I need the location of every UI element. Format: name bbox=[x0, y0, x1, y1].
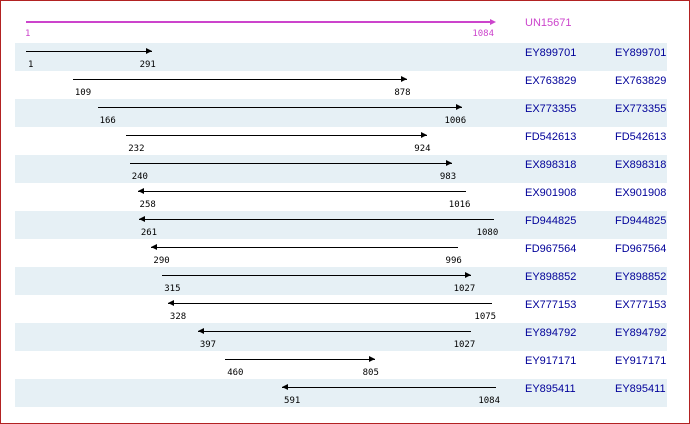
alignment-line bbox=[162, 275, 472, 276]
accession-link-secondary[interactable]: EX901908 bbox=[615, 187, 667, 199]
reference-arrowhead bbox=[490, 19, 496, 25]
accession-link-secondary[interactable]: FD944825 bbox=[615, 215, 667, 227]
accession-link[interactable]: EY917171 bbox=[525, 355, 577, 367]
accession-link[interactable]: EY895411 bbox=[525, 383, 576, 395]
alignment-start-label: 460 bbox=[227, 368, 244, 378]
arrowhead-right-icon bbox=[456, 104, 463, 110]
accession-link-secondary[interactable]: EX777153 bbox=[615, 299, 667, 311]
accession-link[interactable]: EX901908 bbox=[525, 187, 577, 199]
accession-link-secondary[interactable]: EY898852 bbox=[615, 271, 667, 283]
alignment-start-label: 166 bbox=[99, 116, 116, 126]
arrowhead-left-icon bbox=[151, 244, 158, 250]
alignment-end-label: 983 bbox=[439, 172, 457, 182]
alignment-row-background bbox=[15, 155, 667, 183]
alignment-start-label: 109 bbox=[74, 88, 92, 98]
accession-link-secondary[interactable]: EY899701 bbox=[615, 47, 667, 59]
alignment-line bbox=[72, 79, 407, 80]
reference-start-label: 1 bbox=[25, 29, 31, 39]
accession-link-secondary[interactable]: EY917171 bbox=[615, 355, 667, 367]
alignment-start-label: 258 bbox=[139, 200, 156, 210]
accession-link-secondary[interactable]: EX763829 bbox=[615, 75, 667, 87]
alignment-end-label: 291 bbox=[139, 60, 156, 70]
alignment-line bbox=[126, 135, 427, 136]
alignment-line bbox=[151, 247, 458, 248]
arrowhead-right-icon bbox=[446, 160, 453, 166]
alignment-line bbox=[137, 191, 467, 192]
reference-accession: UN15671 bbox=[525, 17, 572, 29]
accession-link[interactable]: EX898318 bbox=[525, 159, 577, 171]
arrowhead-right-icon bbox=[400, 76, 407, 82]
accession-link[interactable]: EX773355 bbox=[525, 103, 577, 115]
arrowhead-right-icon bbox=[465, 272, 472, 278]
alignment-start-label: 315 bbox=[164, 284, 181, 294]
alignment-row-background bbox=[15, 99, 667, 127]
alignment-row-background bbox=[15, 379, 667, 407]
accession-link-secondary[interactable]: EX773355 bbox=[615, 103, 667, 115]
accession-link-secondary[interactable]: EY895411 bbox=[615, 383, 666, 395]
alignment-end-label: 996 bbox=[445, 256, 462, 266]
alignment-start-label: 232 bbox=[128, 144, 145, 154]
alignment-end-label: 1075 bbox=[474, 312, 497, 322]
alignment-row-background bbox=[15, 43, 667, 71]
accession-link[interactable]: EX777153 bbox=[525, 299, 577, 311]
alignment-line bbox=[97, 107, 463, 108]
alignment-end-label: 1080 bbox=[476, 228, 499, 238]
alignment-start-label: 290 bbox=[153, 256, 170, 266]
alignment-row-background bbox=[15, 323, 667, 351]
alignment-start-label: 261 bbox=[140, 228, 158, 238]
reference-line bbox=[26, 21, 492, 23]
alignment-start-label: 1 bbox=[28, 60, 34, 70]
accession-link[interactable]: EY898852 bbox=[525, 271, 577, 283]
alignment-line bbox=[197, 331, 472, 332]
alignment-end-label: 805 bbox=[362, 368, 379, 378]
arrowhead-left-icon bbox=[167, 300, 174, 306]
accession-link-secondary[interactable]: EY894792 bbox=[615, 327, 667, 339]
alignment-line bbox=[129, 163, 453, 164]
alignment-end-label: 1084 bbox=[478, 396, 500, 406]
accession-link-secondary[interactable]: EX898318 bbox=[615, 159, 667, 171]
accession-link[interactable]: EY894792 bbox=[525, 327, 577, 339]
accession-link-secondary[interactable]: FD542613 bbox=[615, 131, 667, 143]
alignment-line bbox=[167, 303, 493, 304]
arrowhead-left-icon bbox=[282, 384, 289, 390]
accession-link-secondary[interactable]: FD967564 bbox=[615, 243, 667, 255]
alignment-row-background bbox=[15, 267, 667, 295]
arrowhead-right-icon bbox=[420, 132, 427, 138]
alignment-end-label: 878 bbox=[394, 88, 411, 98]
accession-link[interactable]: EX763829 bbox=[525, 75, 577, 87]
alignment-line bbox=[225, 359, 375, 360]
arrowhead-right-icon bbox=[368, 356, 375, 362]
alignment-end-label: 1006 bbox=[444, 116, 467, 126]
alignment-end-label: 1027 bbox=[453, 284, 476, 294]
accession-link[interactable]: EY899701 bbox=[525, 47, 577, 59]
alignment-end-label: 924 bbox=[414, 144, 431, 154]
alignment-start-label: 397 bbox=[199, 340, 217, 350]
alignment-start-label: 240 bbox=[131, 172, 148, 182]
alignment-line bbox=[26, 51, 152, 52]
alignment-line bbox=[138, 219, 495, 220]
alignment-end-label: 1016 bbox=[448, 200, 471, 210]
arrowhead-left-icon bbox=[137, 188, 144, 194]
accession-link[interactable]: FD967564 bbox=[525, 243, 577, 255]
alignment-start-label: 591 bbox=[284, 396, 301, 406]
accession-link[interactable]: FD542613 bbox=[525, 131, 577, 143]
arrowhead-left-icon bbox=[197, 328, 204, 334]
alignment-line bbox=[282, 387, 496, 388]
arrowhead-right-icon bbox=[145, 48, 152, 54]
arrowhead-left-icon bbox=[138, 216, 145, 222]
alignment-row-background bbox=[15, 211, 667, 239]
reference-end-label: 1084 bbox=[472, 29, 494, 39]
alignment-start-label: 328 bbox=[169, 312, 187, 322]
alignment-end-label: 1027 bbox=[453, 340, 476, 350]
accession-link[interactable]: FD944825 bbox=[525, 215, 577, 227]
